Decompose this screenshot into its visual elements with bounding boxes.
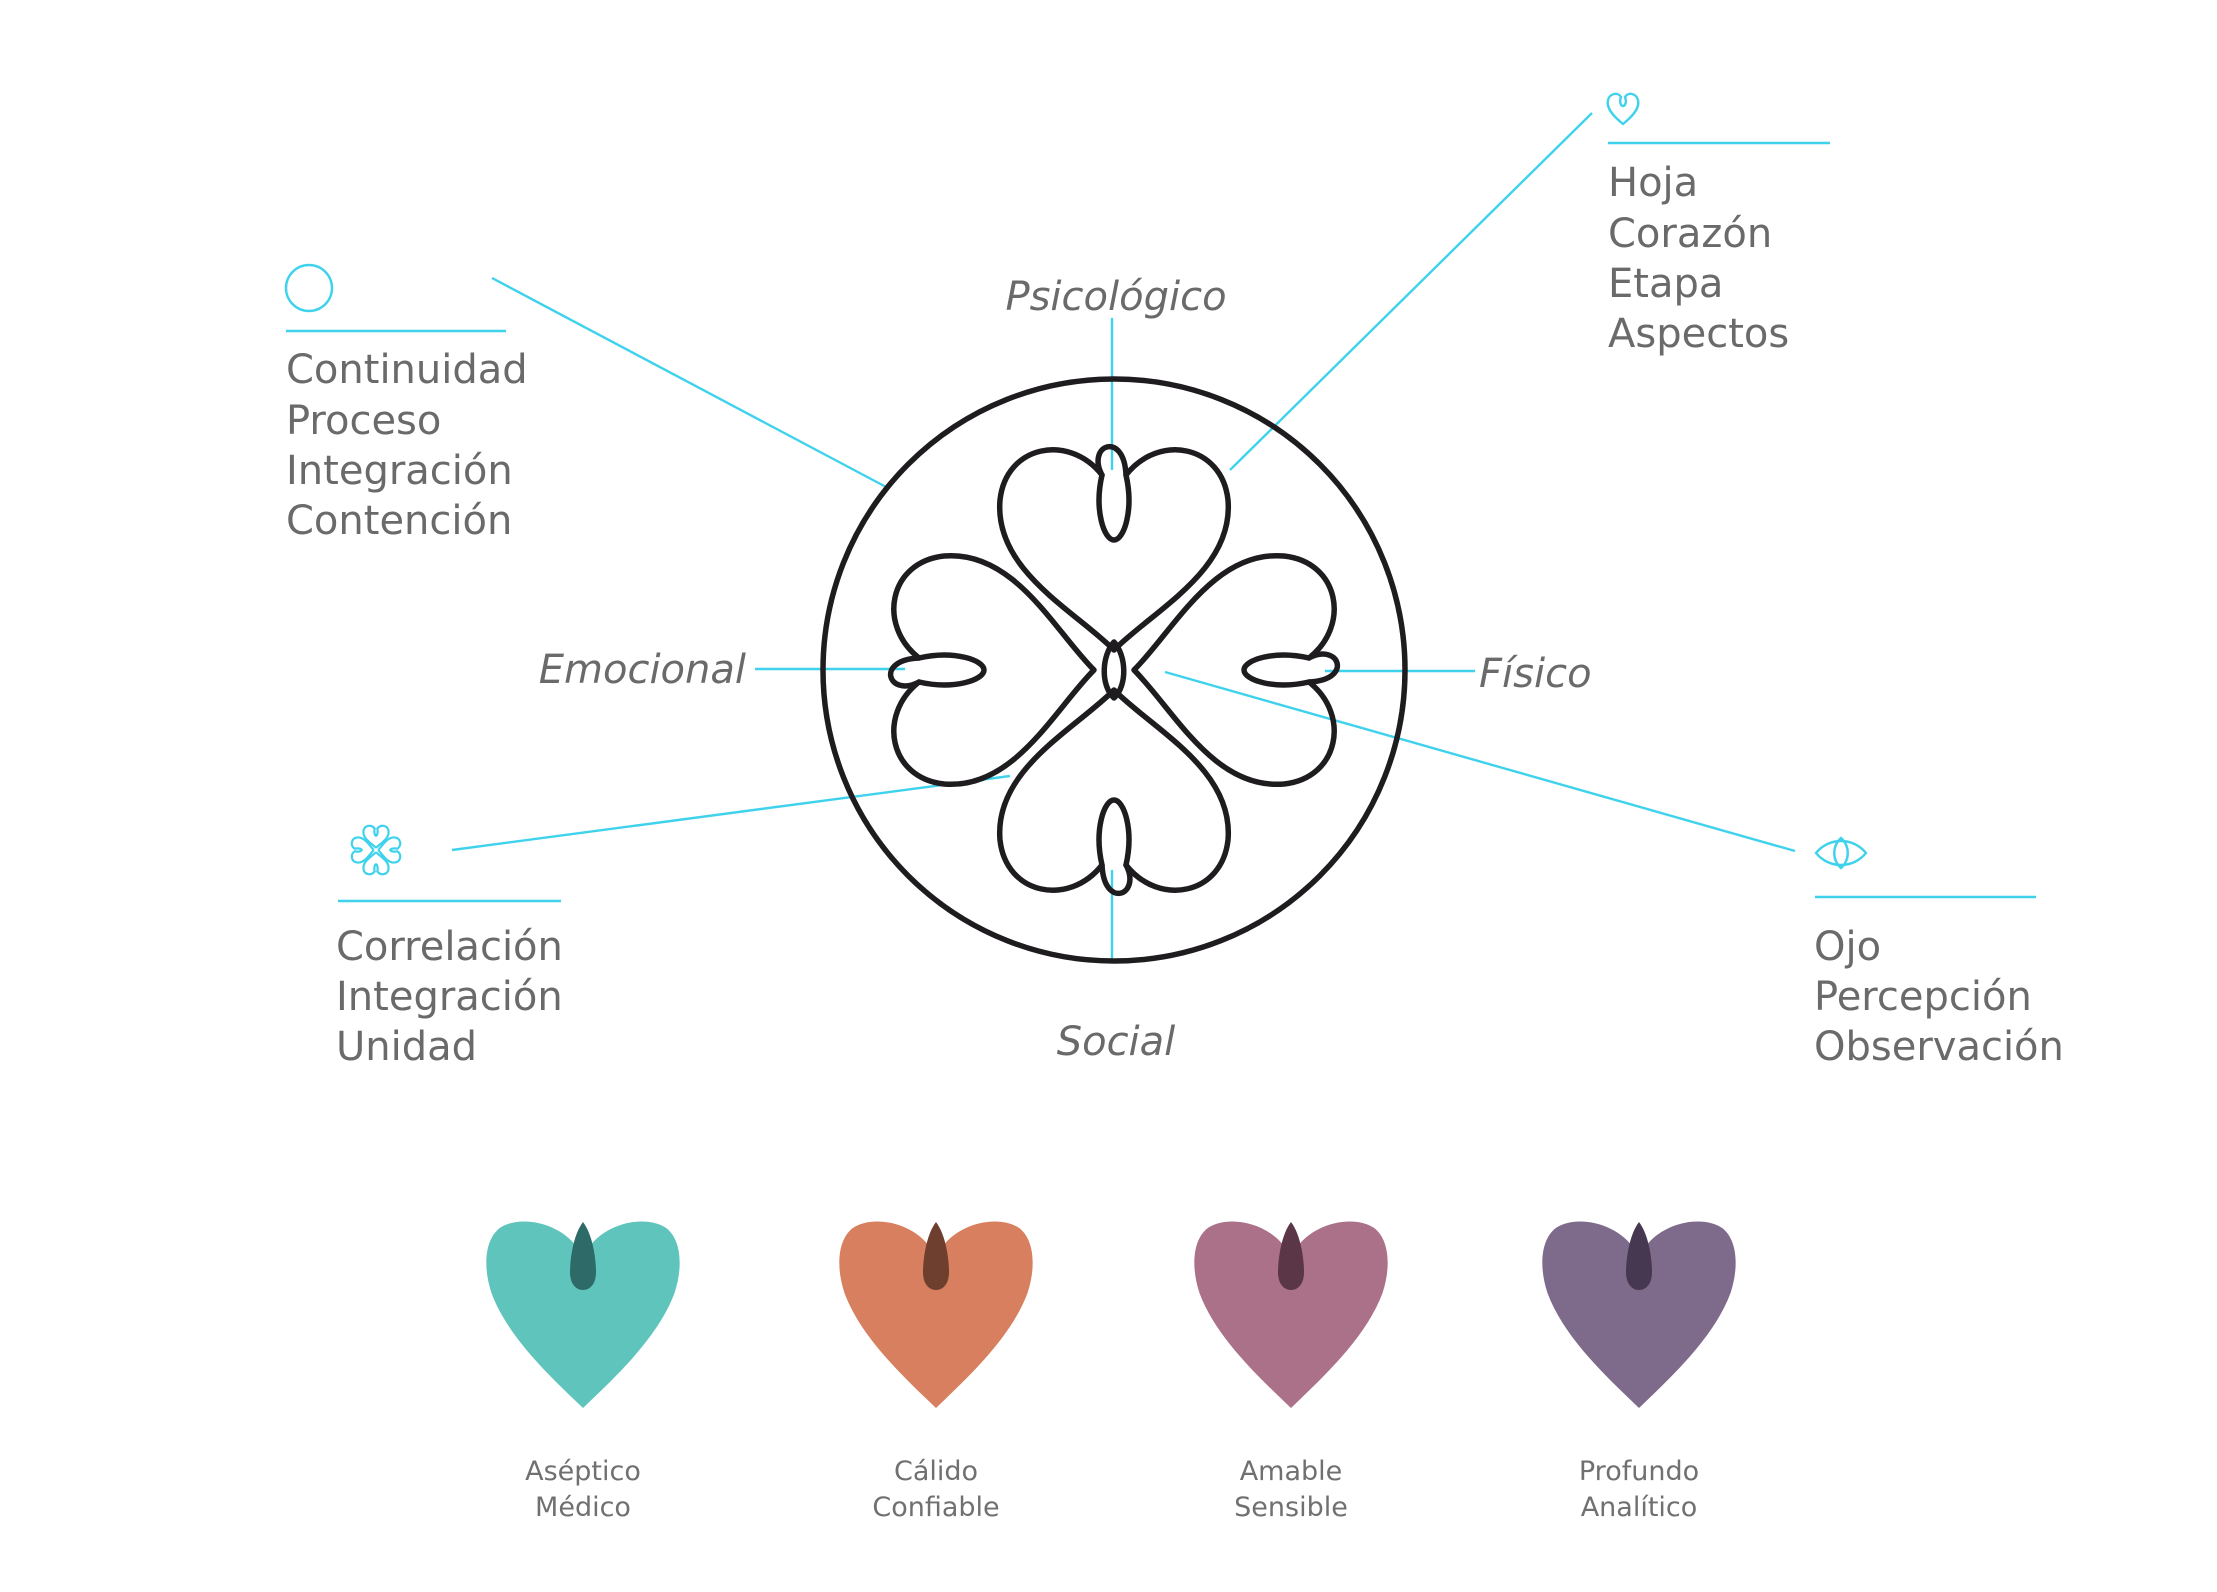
concept-item: Continuidad — [286, 347, 528, 393]
concept-item: Observación — [1814, 1024, 2064, 1070]
logo-heart-right — [1131, 553, 1341, 787]
palette-heart-drop — [1278, 1222, 1304, 1290]
palette-label-line2: Sensible — [1234, 1492, 1348, 1523]
concept-item: Unidad — [336, 1024, 477, 1070]
concept-list-eye: Ojo Percepción Observación — [1814, 924, 2064, 1070]
palette-heart-shape — [839, 1221, 1033, 1408]
pointer-eye — [1164, 670, 1796, 853]
eye-icon — [1814, 836, 1868, 870]
color-palette: AsépticoMédicoCálidoConfiableAmableSensi… — [486, 1221, 1736, 1523]
palette-heart-drop — [923, 1222, 949, 1290]
concept-item: Integración — [336, 974, 563, 1020]
pointer-flower — [451, 774, 1011, 852]
palette-label-line2: Analítico — [1581, 1492, 1698, 1523]
concept-item: Contención — [286, 498, 512, 544]
main-logo — [820, 376, 1408, 964]
concept-item: Proceso — [286, 398, 441, 444]
palette-heart-shape — [1542, 1221, 1736, 1408]
heart-leaf-icon — [1606, 92, 1640, 126]
palette-heart-drop — [570, 1222, 596, 1290]
pointer-heart — [1229, 112, 1593, 471]
concept-item: Correlación — [336, 924, 563, 970]
concept-item: Percepción — [1814, 974, 2032, 1020]
logo-heart-top — [997, 443, 1231, 653]
concept-item: Etapa — [1608, 261, 1723, 307]
palette-label-line2: Médico — [535, 1492, 631, 1523]
concept-item: Corazón — [1608, 211, 1772, 257]
four-hearts-flower-icon — [350, 824, 402, 876]
axis-labels: Psicológico Emocional Físico Social — [539, 274, 1592, 1065]
palette-heart-shape — [1194, 1221, 1388, 1408]
axis-label-bottom: Social — [1057, 1019, 1176, 1065]
concept-item: Integración — [286, 448, 513, 494]
palette-label-line1: Aséptico — [525, 1456, 641, 1487]
palette-heart-drop — [1626, 1222, 1652, 1290]
axis-label-right: Físico — [1479, 651, 1592, 697]
pointer-circle — [491, 276, 889, 490]
concept-item: Ojo — [1814, 924, 1881, 970]
palette-label-line1: Profundo — [1579, 1456, 1699, 1487]
logo-heart-bottom — [997, 687, 1231, 897]
concept-list-heart: Hoja Corazón Etapa Aspectos — [1608, 160, 1789, 357]
concept-list-circle: Continuidad Proceso Integración Contenci… — [286, 347, 528, 544]
palette-label-line1: Cálido — [894, 1456, 978, 1487]
palette-label-line1: Amable — [1240, 1456, 1343, 1487]
logo-outer-circle — [820, 376, 1408, 964]
concept-list-flower: Correlación Integración Unidad — [336, 924, 563, 1070]
logo-four-hearts — [887, 443, 1341, 897]
axis-label-left: Emocional — [539, 647, 746, 693]
logo-heart-left — [887, 553, 1097, 787]
concept-item: Aspectos — [1608, 311, 1789, 357]
concept-item: Hoja — [1608, 160, 1698, 206]
palette-heart-shape — [486, 1221, 680, 1408]
connector-lines — [286, 112, 2036, 960]
palette-label-line2: Confiable — [872, 1492, 999, 1523]
logo-center-knot — [1101, 639, 1127, 701]
axis-label-top: Psicológico — [1005, 274, 1226, 320]
circle-outline-icon — [284, 263, 334, 313]
